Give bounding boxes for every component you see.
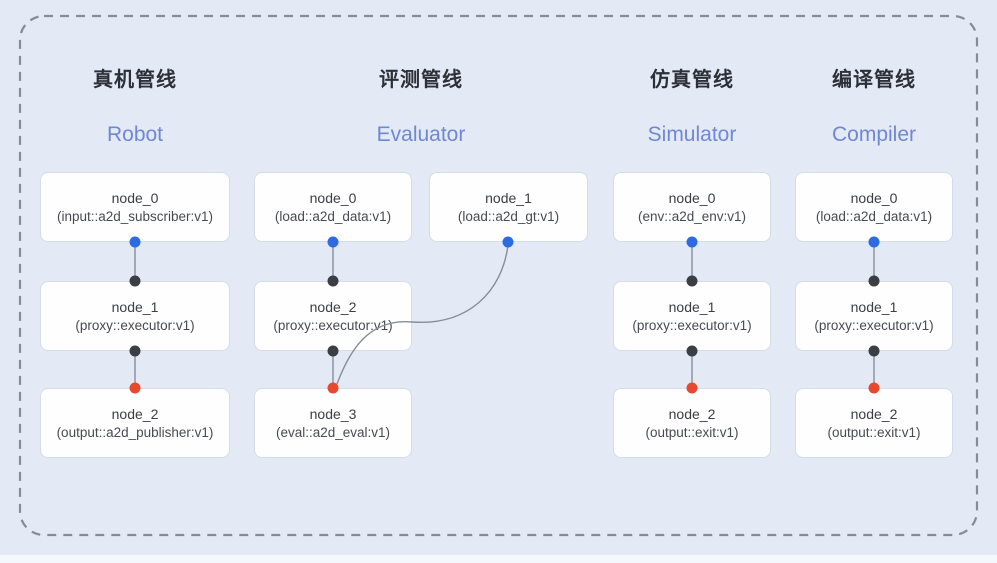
node-type: (env::a2d_env:v1) [637,209,747,224]
pipeline-title-compiler-zh: 编译管线 [832,69,916,91]
pipeline-title-compiler-en: Compiler [831,123,917,146]
bottom-margin [0,555,997,563]
node-name: node_1 [485,190,532,206]
node-type: (output::exit:v1) [827,425,921,440]
simulator-node-2[interactable]: node_2 (output::exit:v1) [613,388,771,458]
node-name: node_2 [111,406,159,422]
node-name: node_1 [668,299,716,315]
node-type: (output::exit:v1) [645,425,739,440]
node-type: (load::a2d_gt:v1) [457,209,560,224]
pipeline-title-evaluator-zh: 评测管线 [379,69,463,91]
node-name: node_0 [850,190,898,206]
node-type: (proxy::executor:v1) [273,318,393,333]
node-name: node_2 [850,406,898,422]
node-name: node_2 [309,299,357,315]
compiler-node-0[interactable]: node_0 (load::a2d_data:v1) [795,172,953,242]
robot-node-1[interactable]: node_1 (proxy::executor:v1) [40,281,230,351]
evaluator-node-3[interactable]: node_3 (eval::a2d_eval:v1) [254,388,412,458]
node-type: (eval::a2d_eval:v1) [275,425,391,440]
node-name: node_0 [111,190,159,206]
node-name: node_1 [850,299,898,315]
node-name: node_1 [111,299,159,315]
node-type: (input::a2d_subscriber:v1) [56,209,214,224]
simulator-node-1[interactable]: node_1 (proxy::executor:v1) [613,281,771,351]
node-type: (proxy::executor:v1) [75,318,195,333]
robot-node-2[interactable]: node_2 (output::a2d_publisher:v1) [40,388,230,458]
pipeline-title-evaluator-en: Evaluator [376,123,466,146]
node-name: node_2 [668,406,716,422]
node-type: (proxy::executor:v1) [632,318,752,333]
node-type: (proxy::executor:v1) [814,318,934,333]
evaluator-node-0[interactable]: node_0 (load::a2d_data:v1) [254,172,412,242]
evaluator-node-2[interactable]: node_2 (proxy::executor:v1) [254,281,412,351]
node-name: node_3 [309,406,357,422]
node-type: (load::a2d_data:v1) [274,209,392,224]
node-type: (load::a2d_data:v1) [815,209,933,224]
compiler-node-2[interactable]: node_2 (output::exit:v1) [795,388,953,458]
pipeline-title-robot-zh: 真机管线 [93,69,177,91]
robot-node-0[interactable]: node_0 (input::a2d_subscriber:v1) [40,172,230,242]
node-name: node_0 [668,190,716,206]
evaluator-node-1[interactable]: node_1 (load::a2d_gt:v1) [429,172,588,242]
pipeline-title-robot-en: Robot [106,123,164,146]
node-name: node_0 [309,190,357,206]
compiler-node-1[interactable]: node_1 (proxy::executor:v1) [795,281,953,351]
simulator-node-0[interactable]: node_0 (env::a2d_env:v1) [613,172,771,242]
node-type: (output::a2d_publisher:v1) [56,425,214,440]
